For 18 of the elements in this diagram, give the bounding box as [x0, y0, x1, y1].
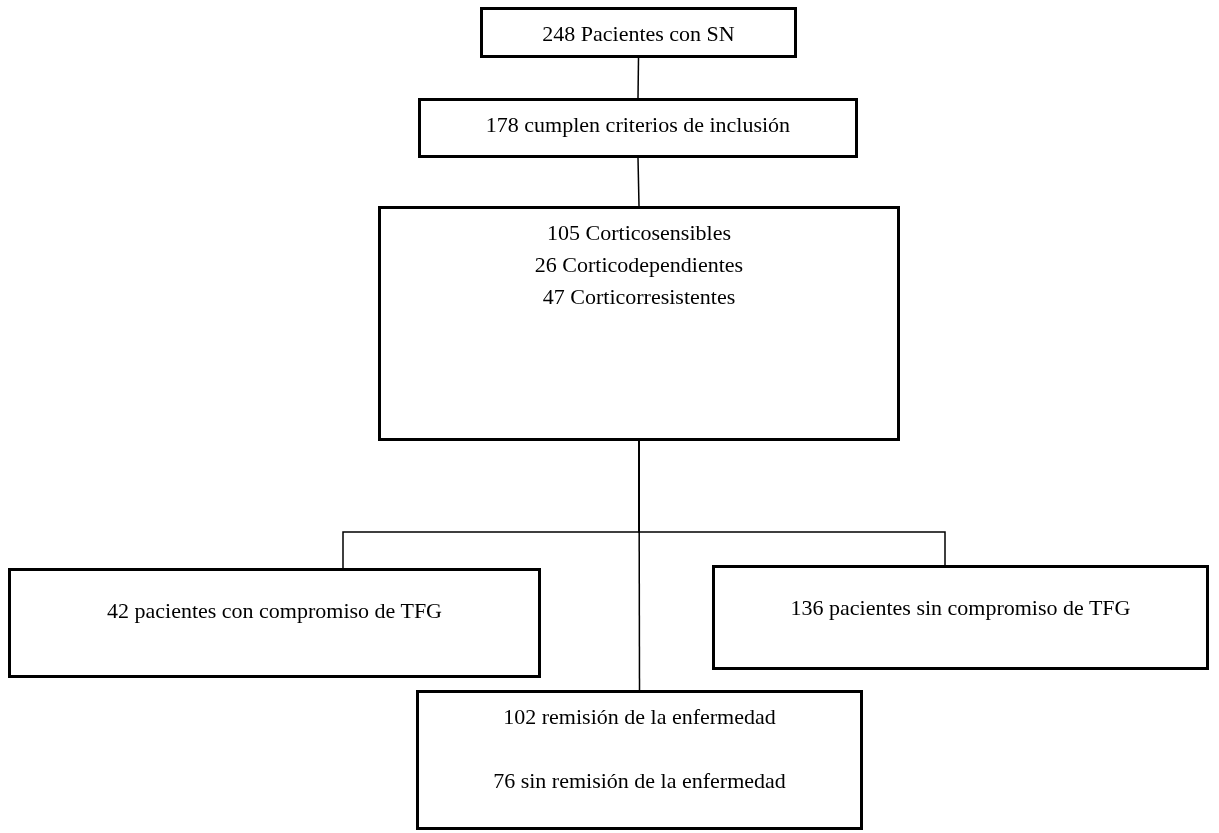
box-text: 136 pacientes sin compromiso de TFG	[789, 594, 1132, 622]
process-box	[712, 565, 1209, 670]
box-text: 102 remisión de la enfermedad	[502, 703, 777, 731]
connector-line	[638, 440, 641, 691]
box-text: 76 sin remisión de la enfermedad	[492, 767, 787, 795]
process-box	[416, 690, 863, 830]
box-text: 26 Corticodependientes	[533, 251, 745, 279]
box-text: 178 cumplen criterios de inclusión	[484, 111, 792, 139]
connector-line	[637, 157, 640, 207]
box-text: 42 pacientes con compromiso de TFG	[106, 597, 443, 625]
box-text: 105 Corticosensibles	[546, 219, 732, 247]
box-text: 47 Corticorresistentes	[541, 283, 737, 311]
process-box	[418, 98, 858, 158]
box-text: 248 Pacientes con SN	[541, 20, 736, 48]
process-box	[8, 568, 541, 678]
process-box	[480, 7, 797, 58]
process-box	[378, 206, 900, 441]
connector-line	[637, 57, 640, 99]
